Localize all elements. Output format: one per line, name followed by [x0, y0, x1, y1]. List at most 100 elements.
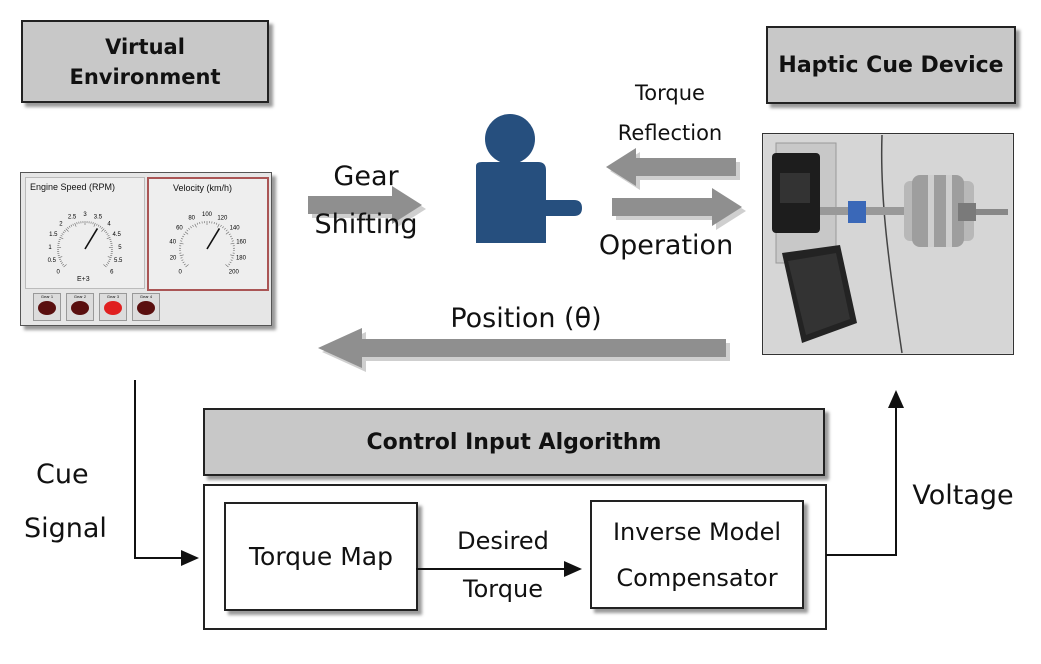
gauge-tick: [106, 233, 109, 235]
operation-arrow: [612, 188, 746, 230]
inverse-model-label-line1: Inverse Model: [612, 517, 782, 546]
gear-indicator-label: Gear 2: [73, 294, 87, 299]
rpm-unit: E+3: [77, 276, 90, 283]
gauge-tick: [231, 257, 234, 259]
position-arrow: [318, 328, 730, 372]
gauge-tick-label: 3.5: [94, 214, 103, 220]
gear-shifting-label: Gear Shifting: [298, 160, 434, 246]
gauge-tick: [92, 222, 94, 225]
gear-indicator: Gear 2: [66, 293, 94, 321]
gauge-tick-label: 60: [176, 225, 183, 231]
gauge-tick: [225, 231, 230, 235]
gauge-tick: [59, 258, 62, 261]
gauge-tick: [104, 229, 106, 232]
haptic-cue-device-box: Haptic Cue Device: [766, 26, 1016, 104]
gear-lamp-icon: [38, 301, 56, 315]
gauge-tick: [179, 254, 184, 257]
gauge-tick: [101, 228, 105, 232]
gauge-tick-label: 1.5: [49, 232, 58, 238]
operation-label: Operation: [598, 230, 734, 261]
desired-label-line1: Desired: [457, 527, 549, 555]
gauge-tick-label: 140: [230, 225, 241, 231]
reflection-label-line2: Reflection: [617, 121, 723, 145]
gear-label-line2: Shifting: [314, 209, 418, 240]
gauge-tick: [64, 229, 66, 232]
inverse-model-compensator-box: Inverse Model Compensator: [590, 500, 804, 609]
gauge-tick: [97, 224, 100, 227]
torque-reflection-label: Torque Reflection: [600, 78, 740, 148]
haptic-device-photo: [762, 133, 1014, 355]
gauge-tick: [107, 256, 112, 259]
gauge-tick-label: 180: [236, 255, 247, 261]
virtual-environment-label-line1: Virtual: [105, 34, 185, 59]
haptic-cue-device-label: Haptic Cue Device: [778, 52, 1004, 78]
gauge-tick-label: 1: [48, 245, 52, 251]
gauge-tick: [222, 226, 224, 229]
gauge-tick: [67, 227, 69, 229]
gauge-needle: [206, 228, 221, 250]
engine-speed-panel: Engine Speed (RPM): [25, 177, 145, 289]
torque-label-line1: Torque: [635, 81, 705, 105]
torque-map-box: Torque Map: [224, 502, 418, 611]
gauge-tick: [96, 223, 98, 226]
gauge-tick: [180, 240, 183, 242]
gauge-tick-label: 80: [188, 216, 195, 222]
torque-label-line2: Torque: [463, 575, 543, 603]
gauge-tick-label: 200: [229, 269, 240, 275]
gauge-tick: [183, 233, 186, 236]
gauge-tick: [68, 225, 71, 228]
gauge-tick: [224, 227, 226, 230]
gauge-tick: [62, 263, 65, 266]
gauge-tick: [225, 264, 229, 268]
gauge-tick: [217, 223, 220, 228]
gauge-tick: [186, 229, 189, 232]
gauge-tick: [196, 222, 199, 225]
torque-map-label: Torque Map: [249, 542, 393, 571]
gauge-tick: [183, 263, 186, 266]
gauge-tick-label: 20: [170, 255, 177, 261]
gauge-tick: [76, 222, 78, 225]
gauge-tick-label: 2.5: [68, 214, 77, 220]
gauge-tick: [228, 233, 231, 236]
gauge-tick: [103, 264, 107, 268]
gear-indicator-label: Gear 4: [139, 294, 153, 299]
gauge-tick: [109, 238, 112, 241]
gear-indicator: Gear 1: [33, 293, 61, 321]
torque-reflection-arrow: [606, 148, 740, 190]
gauge-tick-label: 100: [202, 212, 213, 218]
gauge-tick-label: 2: [59, 222, 63, 228]
gauge-tick: [180, 238, 184, 240]
gauge-needle: [84, 228, 99, 250]
gauge-tick-label: 4: [107, 222, 111, 228]
gauge-tick: [105, 231, 108, 234]
gauge-tick: [93, 222, 96, 227]
desired-torque-label: Desired Torque: [430, 524, 576, 606]
gear-lamp-icon: [137, 301, 155, 315]
gauge-tick: [58, 240, 61, 242]
gauge-tick: [63, 264, 67, 268]
gauge-tick: [185, 264, 189, 268]
cue-signal-label: Cue Signal: [24, 458, 132, 546]
gauge-tick: [199, 221, 201, 225]
gauge-tick: [190, 226, 192, 229]
gauge-tick: [213, 221, 215, 225]
user-icon: [476, 114, 582, 243]
gauge-tick: [231, 240, 234, 242]
gauge-tick-label: 5: [118, 245, 122, 251]
control-input-algorithm-label: Control Input Algorithm: [366, 429, 662, 455]
voltage-label: Voltage: [912, 480, 1014, 511]
gear-indicator: Gear 4: [132, 293, 160, 321]
gauge-tick: [106, 236, 111, 240]
gauge-tick-label: 0.5: [48, 258, 57, 264]
gauge-tick: [74, 222, 77, 227]
gauge-tick: [181, 259, 184, 261]
voltage-line: [826, 390, 904, 556]
gauge-tick: [229, 235, 232, 238]
gauge-tick: [72, 223, 74, 226]
gauge-tick: [107, 262, 110, 264]
gear-shifting-arrow: [308, 186, 426, 228]
gauge-tick: [230, 254, 235, 257]
gauge-tick: [60, 262, 63, 264]
